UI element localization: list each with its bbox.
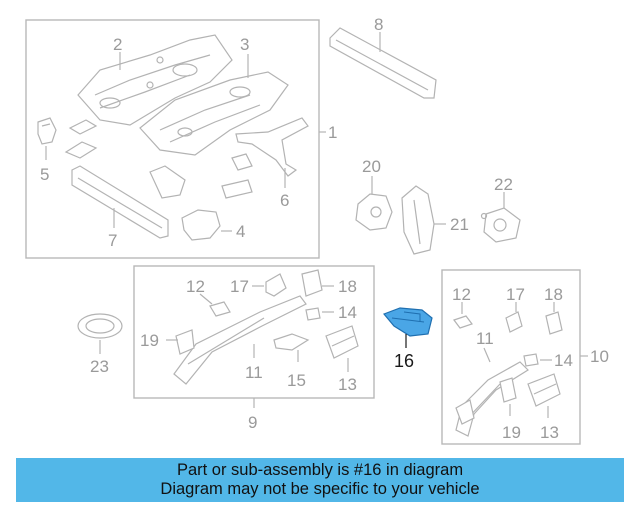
part-20-bracket — [355, 193, 393, 231]
part-19-bracket-right — [499, 377, 517, 403]
callout-5: 5 — [40, 165, 49, 184]
part-16-highlighted[interactable] — [382, 307, 433, 337]
group-box-1 — [25, 19, 320, 259]
part-22-mount-plate — [480, 207, 521, 243]
part-6-cross-member — [235, 117, 309, 177]
callout-2: 2 — [113, 35, 122, 54]
callout-18: 18 — [338, 277, 357, 296]
callout-15: 15 — [287, 371, 306, 390]
part-14-clip-right — [523, 353, 539, 367]
banner-line-1: Part or sub-assembly is #16 in diagram — [176, 461, 464, 479]
callout-23: 23 — [90, 357, 109, 376]
callout-3: 3 — [240, 35, 249, 54]
callout-14: 14 — [338, 303, 357, 322]
part-11-side-sill — [173, 295, 307, 385]
part-23-plug — [77, 313, 123, 339]
part-21-pillar-reinforcement — [401, 185, 435, 255]
part-small-brackets — [64, 119, 253, 199]
part-2-front-floor-panel — [77, 34, 233, 126]
callout-13: 13 — [338, 375, 357, 394]
part-13-extension — [325, 325, 359, 359]
callout-17-right: 17 — [506, 285, 525, 304]
callout-18-right: 18 — [544, 285, 563, 304]
callout-17: 17 — [230, 277, 249, 296]
callout-13-right: 13 — [540, 423, 559, 442]
part-12-bracket-right — [453, 315, 473, 329]
callout-19: 19 — [140, 331, 159, 350]
info-banner: Part or sub-assembly is #16 in diagram D… — [16, 458, 624, 502]
part-17-bracket — [265, 273, 287, 297]
callout-14-right: 14 — [554, 351, 573, 370]
group-box-10 — [441, 269, 581, 445]
callout-7: 7 — [108, 231, 117, 250]
callout-6: 6 — [280, 191, 289, 210]
callout-22: 22 — [494, 175, 513, 194]
callout-10: 10 — [590, 347, 609, 366]
callout-1: 1 — [328, 123, 337, 142]
part-5-bracket — [37, 117, 57, 145]
callout-19-right: 19 — [502, 423, 521, 442]
part-4-bracket — [181, 209, 221, 241]
callout-12: 12 — [186, 277, 205, 296]
part-13-extension-right — [527, 373, 561, 407]
callout-11-right: 11 — [476, 329, 494, 348]
callout-8: 8 — [374, 15, 383, 34]
parts-diagram: 1 2 3 5 7 — [25, 15, 609, 445]
part-18-bracket — [301, 269, 323, 297]
callout-20: 20 — [362, 157, 381, 176]
callout-12-right: 12 — [452, 285, 471, 304]
part-14-clip — [305, 307, 321, 321]
callout-11: 11 — [245, 363, 263, 382]
callout-4: 4 — [236, 222, 245, 241]
part-7-side-rail — [71, 165, 169, 239]
callout-9: 9 — [248, 413, 257, 432]
part-8-crossmember-bar — [329, 27, 437, 99]
part-18-bracket-right — [545, 311, 563, 335]
callout-16: 16 — [394, 351, 414, 371]
callout-21: 21 — [450, 215, 469, 234]
part-17-bracket-right — [505, 311, 523, 333]
part-12-bracket — [209, 301, 231, 317]
part-15-bracket — [273, 333, 310, 351]
part-3-rear-floor-panel — [139, 71, 289, 156]
banner-line-2: Diagram may not be specific to your vehi… — [160, 480, 480, 498]
